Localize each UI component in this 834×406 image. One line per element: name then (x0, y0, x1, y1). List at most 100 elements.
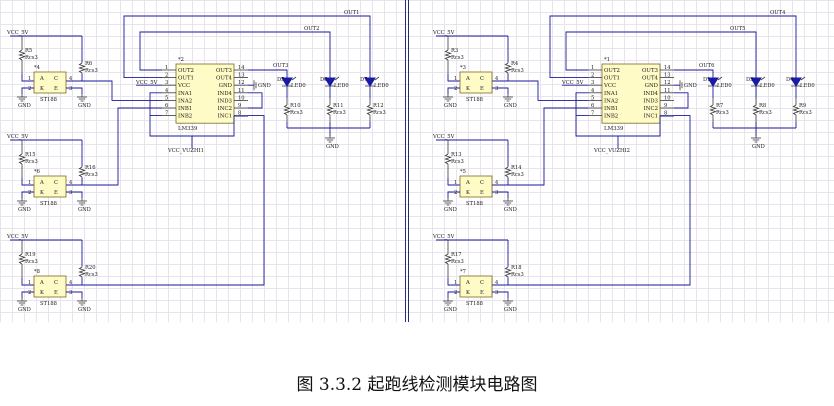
wire (575, 115, 674, 137)
comparator-pinnum-2: 2 (165, 73, 168, 79)
sheet-divider (405, 0, 409, 322)
net-label-out1: OUT4 (770, 10, 786, 16)
comparator-pin-gnd: GND (219, 83, 233, 89)
sensor-2-ra-value: Rcs3 (451, 159, 464, 165)
led-3-ref: D7 (360, 77, 367, 83)
wire (123, 15, 371, 79)
sensor-1-rb-value: Rcs3 (511, 68, 524, 74)
led-3-r-value: Rcs3 (373, 110, 386, 116)
sensor-3-pin-a: A (465, 280, 470, 286)
sensor-3-rb-ref: R18 (511, 265, 522, 271)
sensor-1-pin-k: K (40, 86, 44, 92)
comparator-pinnum-3: 3 (165, 80, 168, 86)
comparator-pin-ina1: INA1 (178, 91, 192, 97)
sensor-1-pin-k: K (466, 86, 470, 92)
wire (21, 74, 34, 82)
sensor-1-pin-a: A (39, 76, 44, 82)
sensor-2-pin-c: C (54, 180, 58, 186)
wire (139, 31, 331, 78)
led-1-part: LED0 (717, 83, 732, 89)
led-3-r-ref: R12 (373, 103, 384, 109)
sensor-3-ra-value: Rcs3 (25, 259, 38, 265)
wire (447, 74, 460, 82)
sensor-3-pin1: 1 (454, 280, 457, 286)
led-2-r-ref: R8 (759, 103, 766, 109)
ground-label: GND (18, 307, 31, 313)
comparator-pin-ind3: IND3 (643, 98, 658, 104)
comparator-pin-ind4: IND4 (217, 91, 232, 97)
sensor-2-vcc-label: VCC_5V (432, 134, 455, 140)
comparator-pinnum-7: 7 (591, 111, 594, 117)
comparator-pin-gnd: GND (645, 83, 659, 89)
resistor-icon (366, 104, 374, 116)
comparator-pinnum-5: 5 (591, 95, 594, 101)
sensor-1-pin4: 4 (495, 76, 499, 82)
sensor-2-body (33, 175, 67, 198)
comparator-pinnum-6: 6 (165, 103, 168, 109)
comparator-pin-inc1: INC1 (218, 114, 232, 120)
comparator-body (175, 63, 235, 124)
sensor-1-rb-value: Rcs3 (85, 68, 98, 74)
comparator-ref: *1 (604, 57, 610, 63)
comparator-vcc-label: VCC_5V (561, 80, 584, 86)
comparator-part: LM339 (604, 126, 624, 132)
sensor-3-pin-c: C (480, 280, 484, 286)
led-2-ref: D6 (320, 77, 327, 83)
sensor-2-ra-ref: R15 (25, 152, 36, 158)
comparator-pin-ina2: INA2 (604, 98, 618, 104)
net-label-out2: OUT5 (730, 26, 745, 32)
wire (21, 178, 34, 186)
comparator-pin-out1: OUT1 (178, 76, 194, 82)
sensor-1-pin2: 2 (28, 86, 31, 92)
sensor-3-pin2: 2 (28, 290, 31, 296)
wire (21, 87, 34, 94)
sensor-1-pin-e: E (480, 86, 484, 92)
sensor-3-pin-k: K (466, 290, 470, 296)
sensor-2-pin-a: A (465, 180, 470, 186)
comparator-pinnum-14: 14 (664, 65, 671, 71)
sensor-2-pin-e: E (480, 190, 484, 196)
sensor-1-pin4: 4 (69, 76, 73, 82)
comparator-pinnum-10: 10 (664, 95, 671, 101)
wire (492, 191, 509, 198)
comparator-pinnum-14: 14 (238, 65, 245, 71)
sensor-1-rb-ref: R4 (511, 61, 519, 67)
sensor-2-pin1: 1 (28, 180, 31, 186)
comparator-pinnum-12: 12 (664, 80, 671, 86)
sensor-2-pin-e: E (54, 190, 58, 196)
sensor-3-ref: *7 (460, 269, 466, 275)
sensor-2-rb-value: Rcs3 (85, 172, 98, 178)
sensor-2-rb-ref: R16 (85, 165, 96, 171)
sensor-3-pin2: 2 (454, 290, 457, 296)
wire (82, 80, 162, 101)
sensor-1-rb-ref: R6 (85, 61, 92, 67)
sensor-1-ra-ref: R3 (451, 48, 458, 54)
net-label-out3: OUT3 (273, 63, 288, 69)
ground-label: GND (444, 207, 457, 213)
sensor-2-body (459, 175, 493, 198)
net-label-out1: OUT1 (344, 10, 359, 16)
sensor-3-rb-ref: R20 (85, 265, 96, 271)
comparator-body (601, 63, 661, 124)
sensor-3-ref: *8 (34, 269, 40, 275)
sensor-1-body (459, 71, 493, 94)
comparator-pin-inc2: INC2 (644, 106, 658, 112)
led-1-r-value: Rcs3 (716, 110, 729, 116)
comparator-pin-inc2: INC2 (218, 106, 232, 112)
ground-label: GND (504, 307, 517, 313)
comparator-pin-inb2: INB2 (604, 114, 618, 120)
schematic-sheet (0, 0, 834, 322)
led-2-part: LED0 (334, 83, 349, 89)
wire (149, 92, 162, 117)
comparator-pinnum-3: 3 (591, 80, 594, 86)
comparator-pinnum-8: 8 (664, 111, 667, 117)
sensor-1-pin1: 1 (454, 76, 457, 82)
comparator-vcc-label: VCC_5V (135, 80, 158, 86)
ground-label: GND (78, 103, 91, 109)
wire (447, 87, 460, 94)
sensor-2-ref: *6 (34, 169, 40, 175)
sensor-3-rb-value: Rcs3 (511, 272, 524, 278)
sensor-3-ra-ref: R19 (25, 252, 36, 258)
led-arrow (334, 76, 340, 81)
